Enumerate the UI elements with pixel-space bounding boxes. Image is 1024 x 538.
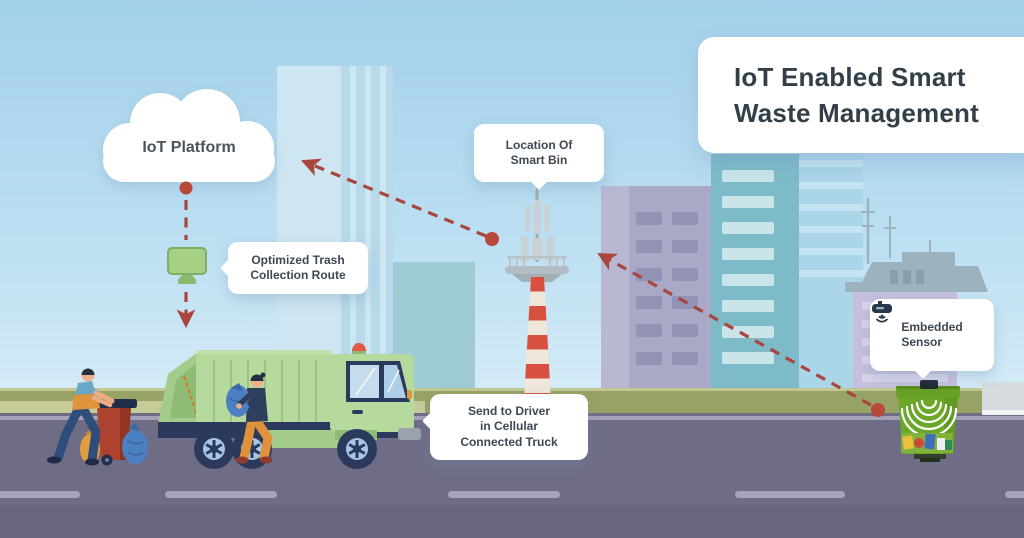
callout-text: Optimized Trash xyxy=(251,252,345,267)
arrows xyxy=(176,158,872,407)
worker-carrying-bag xyxy=(226,372,273,464)
front-wheel xyxy=(335,427,379,471)
sidewalk-wall xyxy=(982,382,1024,415)
smart-bin xyxy=(896,380,960,462)
platform-railing xyxy=(509,258,565,266)
callout-text: Collection Route xyxy=(250,268,346,282)
truck-cab xyxy=(330,343,421,440)
cell-tower xyxy=(505,182,569,400)
rear-wheel-1 xyxy=(192,427,236,471)
house-silhouette xyxy=(845,198,988,292)
data-arrow-tower-to-cloud xyxy=(301,158,487,238)
callout-send-to-driver: Send to Driver in Cellular Connected Tru… xyxy=(422,394,588,460)
callout-location-of-smart-bin: Location Of Smart Bin xyxy=(474,124,604,190)
lane-dashes xyxy=(0,491,1024,498)
bin-sensor xyxy=(920,380,938,389)
callout-text: Send to Driver xyxy=(467,403,551,418)
beacon-light xyxy=(352,343,366,351)
title-card: IoT Enabled Smart Waste Management xyxy=(698,37,1024,153)
title-line-2: Waste Management xyxy=(734,98,979,128)
callout-text: Sensor xyxy=(901,335,943,349)
blue-trash-bag xyxy=(122,423,148,464)
bin-trash xyxy=(901,433,953,453)
title-line-1: IoT Enabled Smart xyxy=(734,62,966,92)
iot-platform-cloud xyxy=(103,89,275,182)
callout-optimized-trash-route: Optimized Trash Collection Route xyxy=(220,242,368,294)
building-purple xyxy=(601,186,713,396)
callout-text: Location Of xyxy=(505,137,573,152)
callout-text: Smart Bin xyxy=(510,153,568,167)
cloud-label: IoT Platform xyxy=(142,139,236,156)
monitor-icon xyxy=(167,247,207,284)
callout-text: Connected Truck xyxy=(460,434,558,449)
worker-pushing-bin xyxy=(47,368,115,466)
callout-text: in Cellular xyxy=(479,419,538,434)
building-pale-tall xyxy=(277,66,393,396)
ladder xyxy=(182,375,204,431)
building-blue-striped xyxy=(799,142,863,396)
callout-embedded-sensor: Embedded Sensor xyxy=(870,299,994,379)
embedded-sensor-icon xyxy=(872,301,892,323)
callout-text: Embedded xyxy=(901,319,963,334)
arrow-origin-dots xyxy=(179,181,885,417)
building-teal-tall xyxy=(711,154,801,396)
